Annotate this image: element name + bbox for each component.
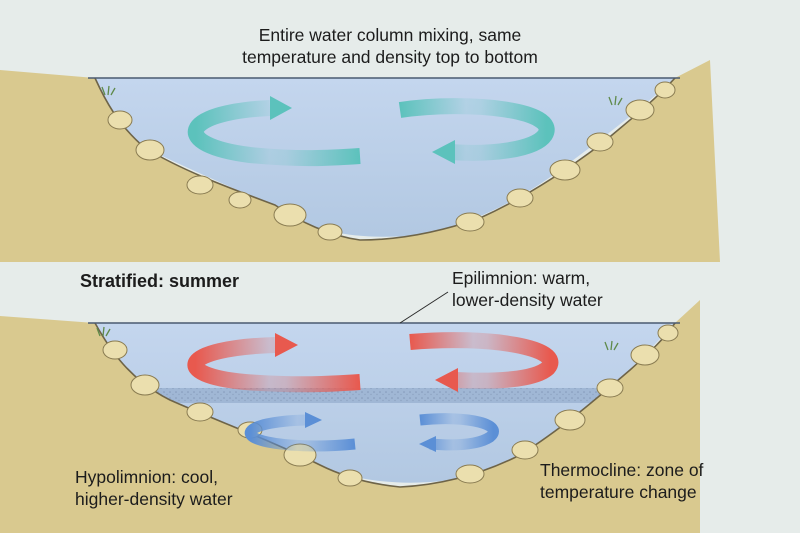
hypolimnion-label: Hypolimnion: cool, higher-density water — [75, 466, 315, 510]
hypolimnion-label-line-1: Hypolimnion: cool, — [75, 467, 218, 487]
mixing-circulation-arrow — [187, 96, 555, 167]
thermocline-label-line-2: temperature change — [540, 482, 697, 502]
epilimnion-circulation-arrow — [187, 332, 559, 393]
bottom-rock-outline — [94, 322, 676, 488]
mixing-caption-line-1: Entire water column mixing, same — [258, 25, 522, 45]
top-right-bank — [360, 60, 720, 262]
epilimnion-pointer — [399, 291, 449, 324]
epilimnion-label-line-1: Epilimnion: warm, — [452, 268, 591, 288]
bottom-left-bank — [0, 316, 400, 533]
hypolimnion-circulation-arrow — [244, 412, 499, 452]
thermocline-label-line-1: Thermocline: zone of — [540, 460, 704, 480]
stratified-lake-panel — [0, 85, 700, 533]
mixed-lake-panel — [0, 60, 720, 262]
mixing-caption-line-2: temperature and density top to bottom — [242, 47, 538, 67]
mixing-caption: Entire water column mixing, same tempera… — [160, 24, 620, 68]
hypolimnion-label-line-2: higher-density water — [75, 489, 233, 509]
epilimnion-label: Epilimnion: warm, lower-density water — [452, 267, 682, 311]
thermocline-label: Thermocline: zone of temperature change — [540, 459, 780, 503]
top-left-bank — [0, 70, 360, 262]
epilimnion-label-line-2: lower-density water — [452, 290, 603, 310]
thermocline-band — [138, 388, 620, 403]
stratified-title: Stratified: summer — [80, 271, 240, 291]
